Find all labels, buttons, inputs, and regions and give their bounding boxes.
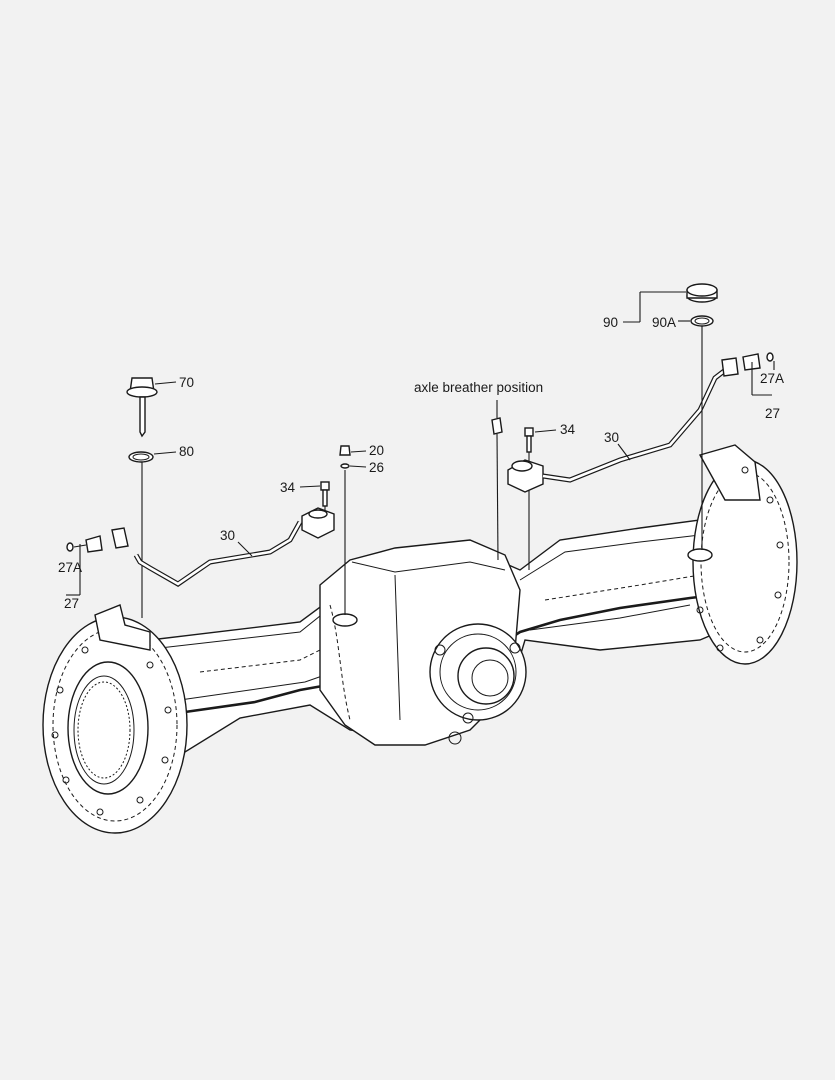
- callout-34-left: 34: [280, 480, 296, 495]
- leader-lines: [66, 291, 775, 596]
- callout-70: 70: [179, 375, 194, 390]
- callout-labels: 70 80 20 26 34 34 30 30 27A 27 27A 27 90…: [58, 315, 784, 611]
- callout-26: 26: [369, 460, 384, 475]
- left-hub-bolt-holes: [51, 646, 172, 816]
- callout-34-right: 34: [560, 422, 576, 437]
- callout-30-left: 30: [220, 528, 235, 543]
- right-hub-bolt-holes: [696, 466, 784, 652]
- callout-90A: 90A: [652, 315, 676, 330]
- callout-27A-left: 27A: [58, 560, 82, 575]
- callout-27-right: 27: [765, 406, 780, 421]
- part-20-plug: [339, 445, 351, 456]
- part-27A-right-ring: [766, 352, 774, 362]
- part-26-washer: [340, 463, 350, 469]
- part-90-cap: [686, 283, 718, 303]
- part-27A-left-ring: [66, 542, 74, 552]
- part-34-right-bolt: [524, 427, 534, 453]
- callout-90: 90: [603, 315, 618, 330]
- part-34-left-bolt: [320, 481, 330, 507]
- callout-20: 20: [369, 443, 384, 458]
- part-30-right-line: [507, 353, 761, 493]
- callout-80: 80: [179, 444, 194, 459]
- callout-27A-right: 27A: [760, 371, 784, 386]
- callout-27-left: 27: [64, 596, 79, 611]
- callout-30-right: 30: [604, 430, 619, 445]
- part-70-dipstick: [126, 377, 158, 438]
- axle-breather: [491, 417, 503, 435]
- axle-housing: [42, 444, 798, 834]
- part-30-left-line: [85, 507, 335, 587]
- annotation-axle-breather-position: axle breather position: [414, 380, 543, 395]
